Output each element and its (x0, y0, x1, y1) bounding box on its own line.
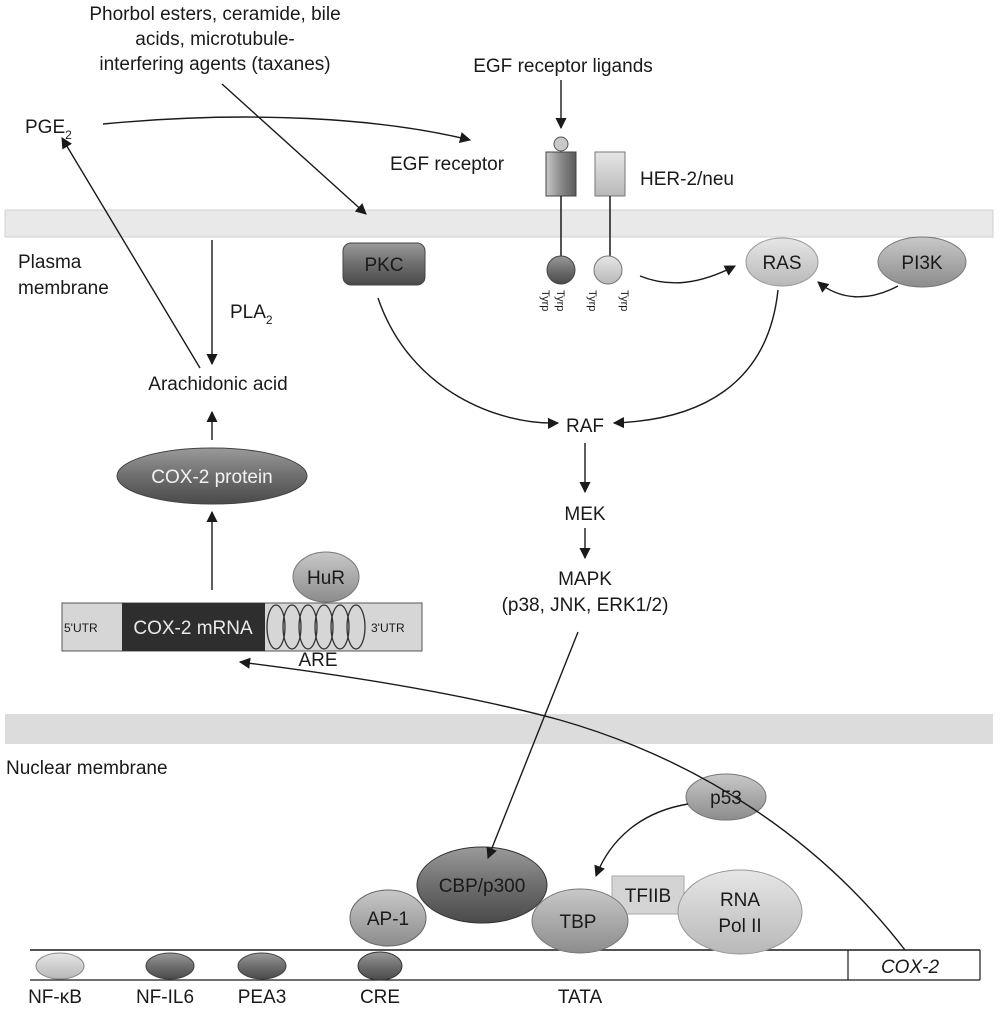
ap1-node (349, 889, 427, 947)
ap1-label: AP-1 (367, 909, 409, 930)
arrow-p53-to-tbp (594, 803, 689, 878)
nfkb-site (35, 952, 85, 980)
tbp-node (531, 888, 629, 954)
tyrp-label-2: Tyrp (554, 290, 566, 311)
rna-pol-label-2: Pol II (718, 916, 761, 937)
nfkb-label: NF-κB (28, 987, 82, 1008)
plasma-membrane-band (4, 209, 994, 238)
tyrp-label-1: Tyrp (539, 290, 551, 311)
rna-pol-ii-node (677, 869, 803, 955)
cox2-protein-node (116, 447, 308, 505)
tyrp-label-3: Tyrp (586, 290, 598, 311)
egf-ligands-label: EGF receptor ligands (473, 56, 653, 77)
ras-node (745, 237, 819, 287)
mapk-label: MAPK (558, 569, 612, 590)
plasma-membrane-label-1: Plasma (18, 252, 82, 273)
her2-kinase-domain (593, 255, 623, 285)
stimuli-line-3: interfering agents (taxanes) (99, 54, 330, 75)
hur-node (292, 551, 360, 603)
raf-label: RAF (566, 416, 604, 437)
stimuli-line-1: Phorbol esters, ceramide, bile (89, 4, 340, 25)
pi3k-label: PI3K (901, 253, 943, 274)
are-loops (266, 604, 366, 650)
cox2-protein-label: COX-2 protein (151, 467, 272, 488)
utr5-label: 5'UTR (64, 621, 98, 635)
hur-label: HuR (307, 568, 345, 589)
cox2-gene-label: COX-2 (881, 957, 940, 978)
arrow-mapk-to-cbp (486, 631, 579, 860)
arrow-stimuli-to-pkc (221, 83, 367, 215)
cox2-mrna-coding-region (122, 603, 265, 651)
pea3-label: PEA3 (238, 987, 287, 1008)
pla2-label: PLA2 (230, 302, 273, 327)
arrow-pge2-to-receptor (102, 116, 472, 144)
egf-kinase-domain (546, 255, 576, 285)
rna-pol-label-1: RNA (720, 890, 760, 911)
p53-label: p53 (710, 788, 742, 809)
arrow-ras-to-raf (612, 289, 779, 429)
arrow-pi3k-to-ras (817, 281, 899, 298)
tyrp-label-4: Tyrp (618, 290, 630, 311)
utr3-label: 3'UTR (371, 621, 405, 635)
arrow-pkc-to-raf (377, 297, 560, 429)
tfiib-label: TFIIB (625, 886, 671, 907)
egf-receptor-label: EGF receptor (390, 154, 505, 175)
arachidonic-acid-label: Arachidonic acid (148, 374, 287, 395)
nuclear-membrane-band (5, 714, 993, 744)
plasma-membrane-label-2: membrane (18, 278, 109, 299)
p53-node (685, 773, 767, 821)
tata-label: TATA (558, 987, 603, 1008)
her2-receptor-block (594, 151, 626, 197)
pge2-label: PGE2 (25, 117, 72, 142)
cbp-p300-node (416, 846, 548, 924)
cox2-mrna-label: COX-2 mRNA (133, 618, 253, 639)
ligand-ball (553, 136, 569, 152)
nfil6-label: NF-IL6 (136, 987, 194, 1008)
pkc-node (342, 242, 426, 286)
pea3-site (237, 952, 287, 980)
are-label: ARE (298, 650, 337, 671)
mapk-subtypes-label: (p38, JNK, ERK1/2) (502, 595, 669, 616)
pkc-label: PKC (364, 255, 403, 276)
nfil6-site (145, 952, 195, 980)
arrow-receptor-to-ras (639, 265, 736, 284)
arrows (61, 80, 906, 951)
ras-label: RAS (762, 253, 801, 274)
egf-receptor-block (545, 151, 577, 197)
mek-label: MEK (564, 504, 606, 525)
arrow-arachidonic-to-pge2 (61, 137, 201, 369)
her2-label: HER-2/neu (640, 169, 734, 190)
nuclear-membrane-label: Nuclear membrane (6, 758, 168, 779)
arrow-gene-to-mrna (238, 657, 906, 951)
stimuli-line-2: acids, microtubule- (135, 29, 294, 50)
cbp-p300-label: CBP/p300 (439, 876, 526, 897)
cre-label: CRE (360, 987, 400, 1008)
pi3k-node (877, 236, 967, 288)
cre-site (357, 951, 403, 981)
tbp-label: TBP (560, 912, 597, 933)
